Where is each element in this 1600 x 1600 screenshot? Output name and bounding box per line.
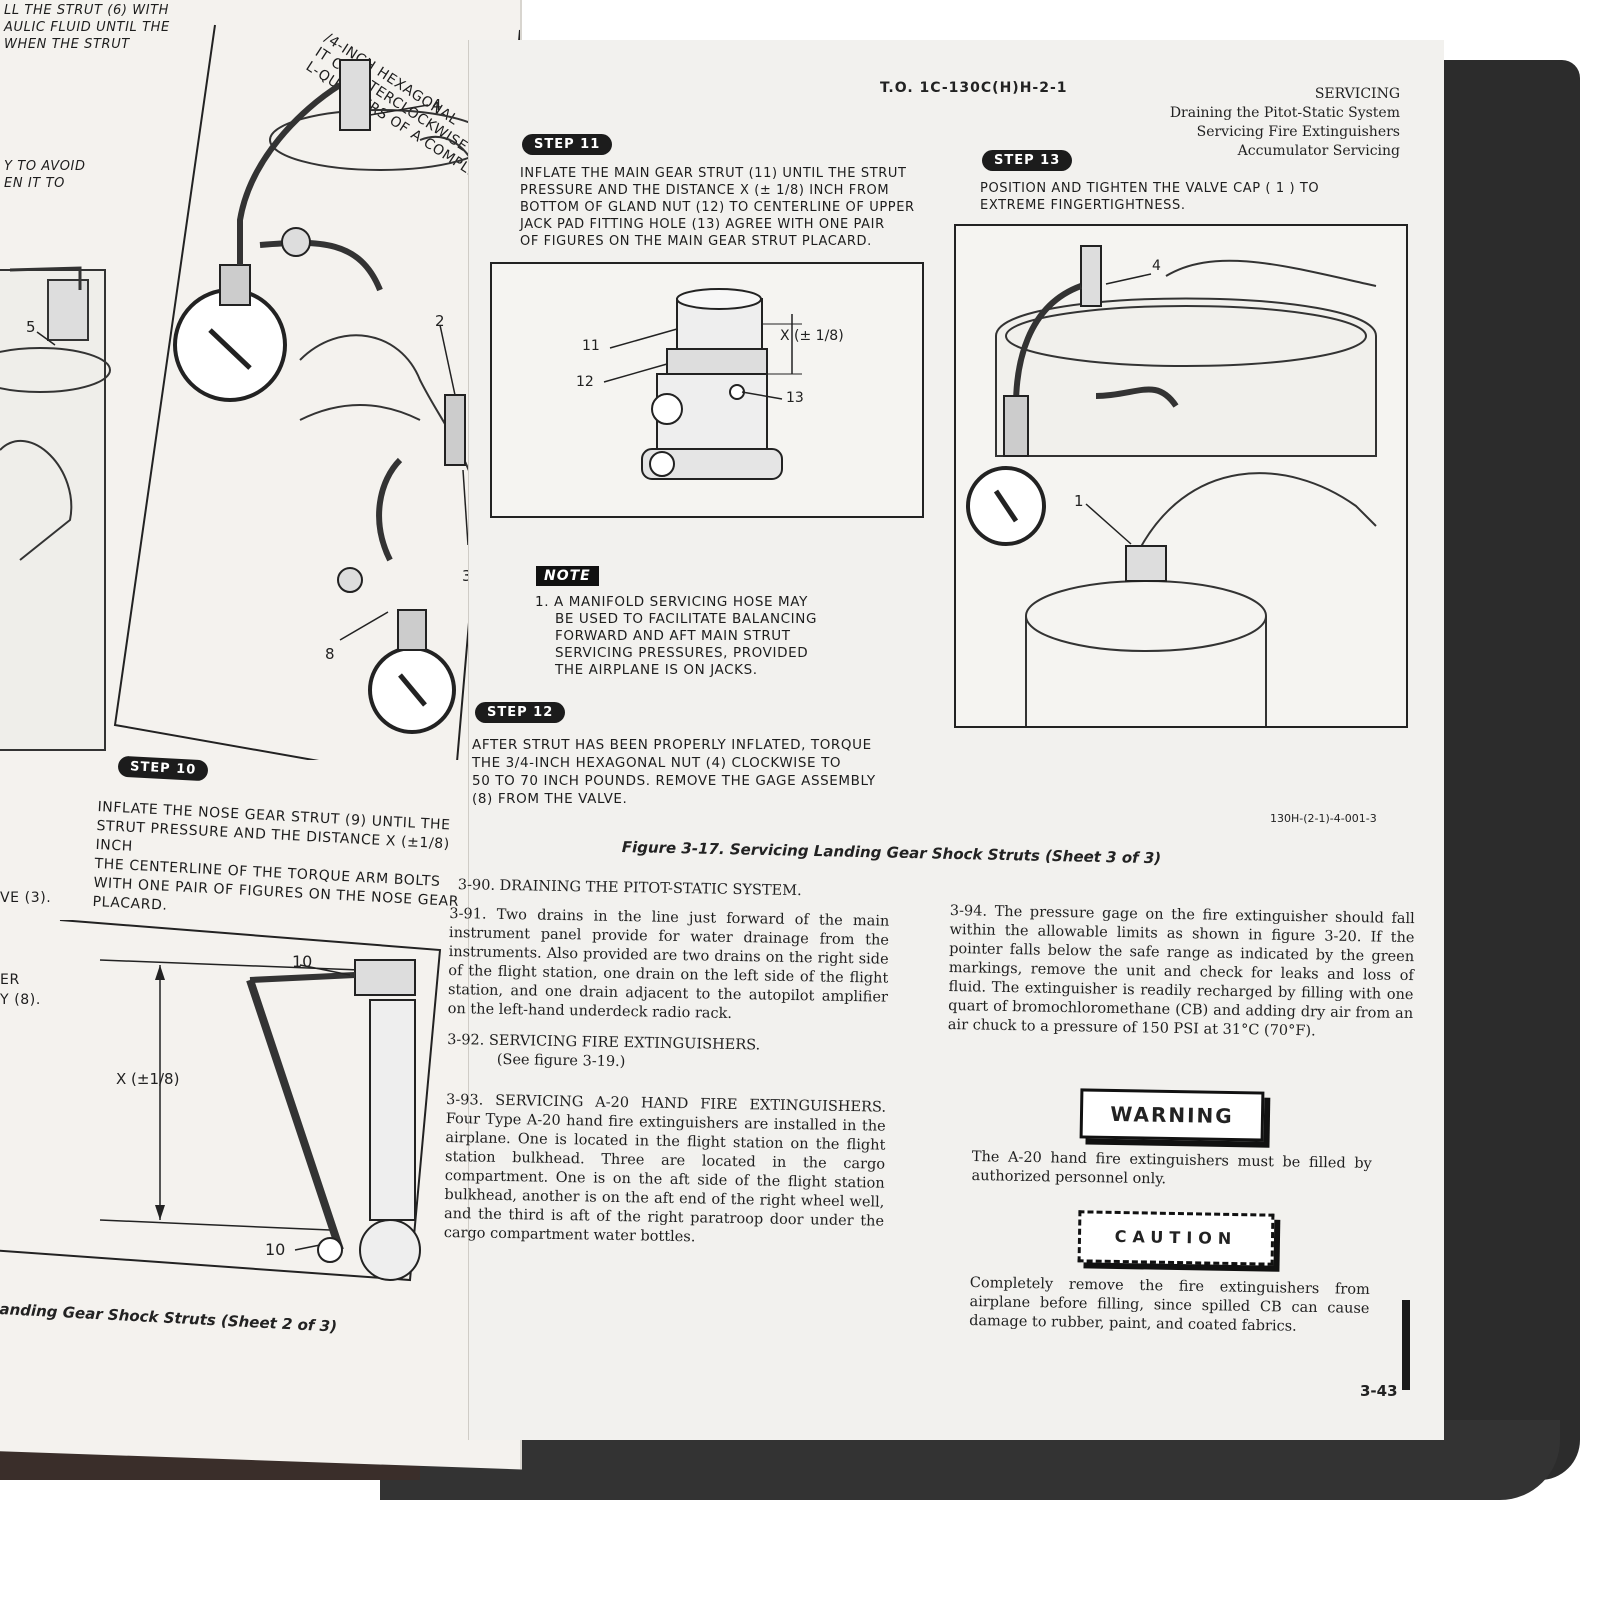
margin-fragment-1: VE (3).: [0, 890, 52, 906]
header-topics: SERVICING Draining the Pitot-Static Syst…: [1100, 85, 1400, 161]
nose-gear-illustration: [0, 920, 442, 1282]
warning-badge: WARNING: [1079, 1088, 1265, 1142]
body-column-left: 3-90. DRAINING THE PITOT-STATIC SYSTEM. …: [444, 876, 890, 1251]
step11-text: INFLATE THE MAIN GEAR STRUT (11) UNTIL T…: [520, 166, 915, 249]
callout-13: 13: [786, 390, 804, 406]
doc-number: T.O. 1C-130C(H)H-2-1: [880, 80, 1068, 96]
callout-8: 8: [325, 645, 335, 663]
section-3-94: 3-94. The pressure gage on the fire exti…: [947, 902, 1415, 1040]
callout-5: 5: [26, 318, 36, 336]
left-upper-illustration: [0, 24, 520, 760]
callout-10-bottom: 10: [265, 1240, 286, 1259]
step12-text: AFTER STRUT HAS BEEN PROPERLY INFLATED, …: [472, 737, 876, 807]
body-column-right: 3-94. The pressure gage on the fire exti…: [948, 902, 1415, 1043]
callout-11: 11: [582, 338, 600, 354]
step11-badge: STEP 11: [522, 134, 613, 155]
step13-text: POSITION AND TIGHTEN THE VALVE CAP ( 1 )…: [980, 181, 1320, 213]
margin-fragment-3: Y (8).: [0, 992, 41, 1008]
dimension-x-nose: X (±1/8): [116, 1070, 180, 1088]
caution-text: Completely remove the fire extinguishers…: [969, 1274, 1370, 1335]
warning-text: The A-20 hand fire extinguishers must be…: [971, 1148, 1372, 1188]
callout-2: 2: [435, 312, 445, 330]
figure-id: 130H-(2-1)-4-001-3: [1270, 812, 1377, 825]
thumb-tab-marker: [1402, 1300, 1410, 1390]
section-3-93: 3-93. SERVICING A-20 HAND FIRE EXTINGUIS…: [443, 1091, 887, 1246]
step12-badge: STEP 12: [475, 702, 566, 723]
note-text: 1. A MANIFOLD SERVICING HOSE MAY BE USED…: [535, 594, 818, 678]
page-number: 3-43: [1360, 1382, 1398, 1400]
header-section: SERVICING: [1314, 86, 1400, 102]
valve-cap-drawing: [966, 245, 1377, 726]
valve-cap-figure: 4 1: [954, 224, 1408, 728]
section-3-91: 3-91. Two drains in the line just forwar…: [447, 905, 890, 1022]
left-mid-fragments: Y TO AVOID EN IT TO: [4, 159, 86, 191]
caution-badge: CAUTION: [1077, 1210, 1275, 1266]
step10-text: INFLATE THE NOSE GEAR STRUT (9) UNTIL TH…: [92, 798, 460, 914]
callout-4-left: 4: [432, 96, 442, 114]
callout-12: 12: [576, 374, 594, 390]
step13-badge: STEP 13: [982, 150, 1073, 171]
dimension-x-main: X (± 1/8): [780, 328, 844, 344]
note-badge: NOTE: [536, 566, 599, 586]
main-gear-drawing: [603, 288, 802, 480]
margin-fragment-2: ER: [0, 972, 20, 988]
callout-1: 1: [1074, 492, 1084, 510]
left-top-fragments: LL THE STRUT (6) WITH AULIC FLUID UNTIL …: [4, 3, 170, 52]
callout-4-right: 4: [1152, 258, 1161, 274]
callout-10-top: 10: [292, 952, 313, 971]
callout-3: 3: [462, 567, 472, 585]
main-gear-figure: 11 12 13 X (± 1/8): [490, 262, 924, 518]
